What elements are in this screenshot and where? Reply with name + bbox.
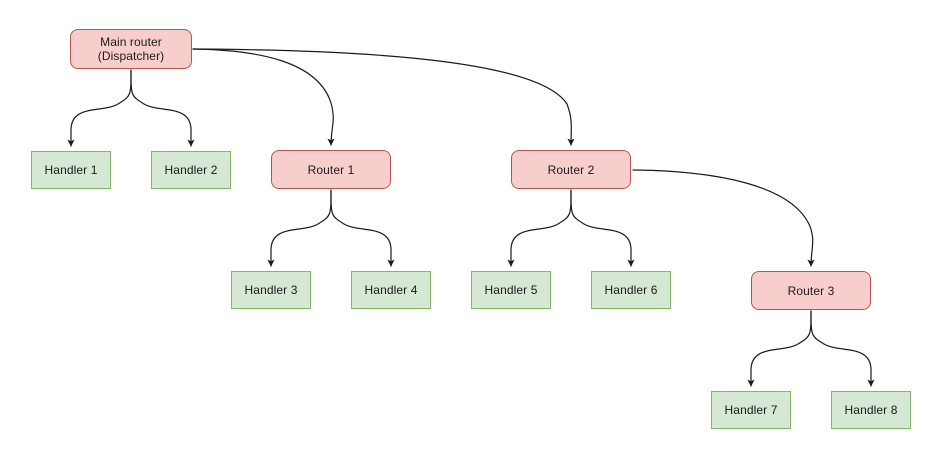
edge-router1-to-handler4 (330, 189, 395, 267)
node-handler2[interactable]: Handler 2 (151, 151, 231, 189)
edge-router2-to-router3 (632, 169, 815, 267)
edge-main-to-router1 (192, 48, 335, 146)
edge-main-to-handler2 (130, 69, 195, 147)
edge-router2-to-handler6 (570, 189, 635, 267)
node-handler1[interactable]: Handler 1 (31, 151, 111, 189)
node-router2[interactable]: Router 2 (511, 150, 631, 189)
edge-main-to-router2 (192, 48, 575, 146)
node-handler6-label: Handler 6 (604, 283, 658, 297)
edge-router1-to-handler3 (267, 189, 332, 267)
node-handler5[interactable]: Handler 5 (471, 271, 551, 309)
node-handler5-label: Handler 5 (484, 283, 538, 297)
node-router1[interactable]: Router 1 (271, 150, 391, 189)
node-router2-label: Router 2 (547, 162, 595, 177)
node-handler1-label: Handler 1 (44, 163, 98, 177)
node-router3-label: Router 3 (787, 283, 835, 298)
edge-router3-to-handler7 (747, 310, 812, 387)
node-handler3-label: Handler 3 (244, 283, 298, 297)
node-main-label: Main router (Dispatcher) (97, 35, 165, 63)
edge-main-to-handler1 (67, 69, 132, 147)
node-handler4[interactable]: Handler 4 (351, 271, 431, 309)
node-handler4-label: Handler 4 (364, 283, 418, 297)
node-handler2-label: Handler 2 (164, 163, 218, 177)
edges-group (67, 48, 875, 387)
node-handler3[interactable]: Handler 3 (231, 271, 311, 309)
edge-router3-to-handler8 (810, 310, 875, 387)
edge-router2-to-handler5 (507, 189, 572, 267)
node-router1-label: Router 1 (307, 162, 355, 177)
node-handler8-label: Handler 8 (844, 403, 898, 417)
node-handler8[interactable]: Handler 8 (831, 391, 911, 429)
node-handler7-label: Handler 7 (724, 403, 778, 417)
node-main[interactable]: Main router (Dispatcher) (70, 29, 192, 69)
node-router3[interactable]: Router 3 (751, 271, 871, 310)
node-handler6[interactable]: Handler 6 (591, 271, 671, 309)
node-handler7[interactable]: Handler 7 (711, 391, 791, 429)
